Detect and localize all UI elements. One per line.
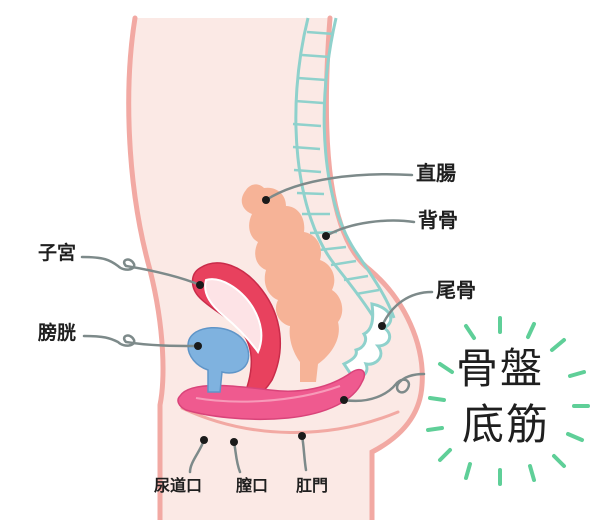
uterus-cavity xyxy=(204,278,263,355)
body-outline-back xyxy=(323,15,425,520)
title-line-2: 底筋 xyxy=(462,400,551,449)
rectum xyxy=(241,184,343,382)
body-inner-line xyxy=(180,406,400,434)
pelvic-floor-muscle xyxy=(177,368,366,421)
label-urethra: 尿道口 xyxy=(154,476,203,495)
leader-dot xyxy=(194,196,386,446)
emphasis-burst xyxy=(426,316,590,486)
bladder xyxy=(187,327,250,393)
muscle-highlight xyxy=(195,385,341,403)
title-line-1: 骨盤 xyxy=(456,344,545,393)
label-anus: 肛門 xyxy=(296,476,329,495)
label-uterus: 子宮 xyxy=(38,242,77,264)
label-rectum: 直腸 xyxy=(416,161,456,185)
label-spine: 背骨 xyxy=(418,208,458,232)
body-outline-front xyxy=(126,15,166,520)
label-vagina: 膣口 xyxy=(236,476,269,495)
label-coccyx: 尾骨 xyxy=(436,278,476,302)
label-bladder: 膀胱 xyxy=(38,322,77,344)
spine xyxy=(292,17,396,326)
